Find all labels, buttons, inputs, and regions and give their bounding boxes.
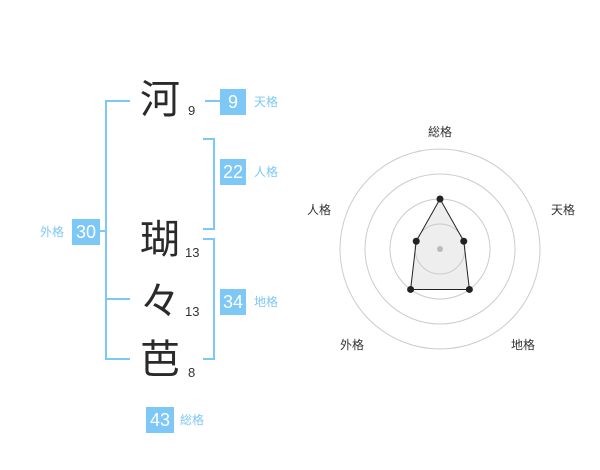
- jinkaku-value-badge: 22: [220, 159, 246, 185]
- name-char-1: 河: [140, 77, 180, 123]
- name-char-4: 芭: [140, 337, 180, 383]
- gaikaku-bracket-top: [105, 100, 130, 102]
- name-char-2: 瑚: [140, 217, 180, 263]
- gaikaku-connector: [98, 230, 106, 232]
- radar-label-soukaku: 総格: [428, 125, 453, 139]
- tenkaku-connector: [205, 100, 220, 102]
- name-char-3: 々: [140, 279, 180, 325]
- stroke-count-2: 13: [185, 245, 200, 260]
- radar-point: [460, 237, 468, 245]
- stroke-count-1: 9: [188, 103, 196, 118]
- soukaku-value-badge: 43: [146, 407, 174, 433]
- tenkaku-label: 天格: [254, 95, 279, 109]
- radar-label-chikaku: 地格: [511, 338, 536, 352]
- radar-point: [465, 285, 473, 293]
- radar-center-dot: [437, 246, 443, 252]
- radar-points: [407, 195, 473, 293]
- chikaku-label: 地格: [254, 295, 279, 309]
- jinkaku-bracket-vertical: [213, 138, 215, 230]
- jinkaku-bracket-top: [203, 138, 215, 140]
- gaikaku-bracket-mid: [105, 298, 130, 300]
- chikaku-bracket-top: [203, 238, 215, 240]
- radar-ring: [339, 148, 541, 350]
- gaikaku-bracket-vertical: [105, 100, 107, 360]
- radar-point: [436, 195, 444, 203]
- radar-label-jinkaku: 人格: [307, 203, 332, 217]
- radar-polygon: [410, 197, 470, 290]
- soukaku-label: 総格: [180, 413, 205, 427]
- jinkaku-label: 人格: [254, 165, 279, 179]
- stroke-count-3: 13: [185, 304, 200, 319]
- chikaku-bracket-bottom: [203, 358, 215, 360]
- jinkaku-bracket-bottom: [203, 228, 215, 230]
- stroke-count-4: 8: [188, 365, 196, 380]
- radar-label-gaikaku: 外格: [340, 338, 365, 352]
- radar-point: [407, 285, 415, 293]
- radar-point: [412, 237, 420, 245]
- gaikaku-bracket-bottom: [105, 358, 130, 360]
- gaikaku-label: 外格: [40, 225, 65, 239]
- radar-label-tenkaku: 天格: [551, 203, 576, 217]
- chikaku-value-badge: 34: [220, 289, 246, 315]
- tenkaku-value-badge: 9: [220, 89, 246, 115]
- chikaku-bracket-vertical: [213, 238, 215, 360]
- radar-ring: [364, 173, 516, 325]
- gaikaku-value-badge: 30: [72, 219, 100, 245]
